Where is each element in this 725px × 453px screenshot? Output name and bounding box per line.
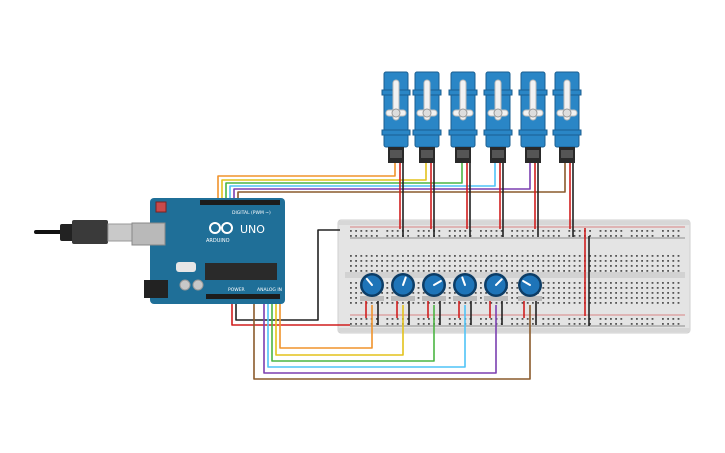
servo-group	[381, 71, 582, 163]
wire-pot-4	[267, 300, 466, 368]
potentiometer[interactable]	[453, 273, 477, 301]
power-pins-label: POWER	[228, 287, 245, 293]
wire-servo-2-signal	[221, 163, 427, 200]
usb-cable	[34, 220, 133, 244]
wire-pot-5	[263, 300, 497, 374]
wire-5v	[231, 300, 350, 326]
servo-motor	[412, 71, 442, 163]
digital-pins-label: DIGITAL (PWM ~)	[232, 210, 271, 216]
wire-servo-1-signal	[217, 163, 396, 200]
wire-pot-2	[275, 300, 404, 356]
arduino-brand-label: ARDUINO	[206, 238, 230, 244]
servo-motor	[448, 71, 478, 163]
wire-gnd	[235, 229, 340, 321]
reset-button[interactable]	[155, 201, 167, 213]
arduino-model-label: UNO	[240, 223, 265, 236]
infinity-logo-icon	[209, 222, 233, 234]
potentiometer[interactable]	[484, 273, 508, 301]
potentiometer[interactable]	[422, 273, 446, 301]
wire-pot-1	[279, 300, 373, 349]
wire-servo-4-signal	[229, 163, 496, 200]
analog-pins-label: ANALOG IN	[257, 287, 282, 293]
breadboard	[337, 219, 691, 334]
potentiometer[interactable]	[360, 273, 384, 301]
wire-pot-6	[253, 300, 531, 380]
servo-motor	[518, 71, 548, 163]
atmega-chip	[205, 263, 277, 280]
potentiometer[interactable]	[518, 273, 542, 301]
potentiometer[interactable]	[391, 273, 415, 301]
arduino-uno-board: ARDUINO UNO DIGITAL (PWM ~) POWER ANALOG…	[131, 198, 285, 304]
wire-servo-3-signal	[225, 163, 463, 200]
wire-servo-6-signal	[237, 163, 566, 200]
potentiometer-group	[360, 273, 542, 301]
wires	[217, 163, 590, 380]
servo-motor	[552, 71, 582, 163]
servo-motor	[483, 71, 513, 163]
wire-servo-5-signal	[233, 163, 531, 200]
servo-motor	[381, 71, 411, 163]
wire-pot-3	[271, 300, 435, 362]
